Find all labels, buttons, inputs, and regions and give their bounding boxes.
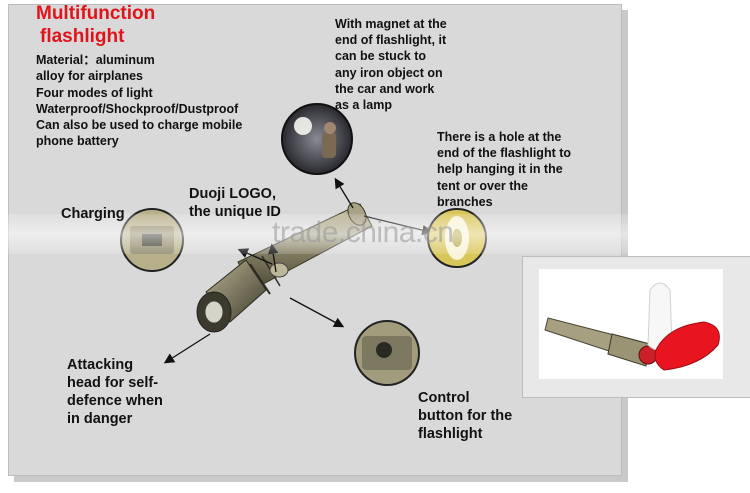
mini-flashlight: [544, 317, 658, 367]
note-line: button for the: [418, 408, 513, 424]
note-line: defence when: [67, 393, 163, 409]
title-line: Multifunction: [36, 3, 156, 24]
note-line: flashlight: [418, 426, 483, 442]
spec-list: Material：aluminum alloy for airplanes Fo…: [36, 52, 242, 150]
note-line: With magnet at the: [335, 17, 447, 31]
logo-note: Duoji LOGO, the unique ID: [189, 185, 281, 221]
note-line: as a lamp: [335, 98, 392, 113]
note-line: end of the flashlight to: [437, 146, 572, 161]
note-line: tent or over the: [437, 178, 528, 193]
attack-note: Attacking head for self- defence when in…: [67, 356, 163, 428]
note-line: the car and work: [335, 81, 435, 96]
watermark-band: [0, 214, 750, 254]
spec-line: phone battery: [36, 134, 119, 149]
note-line: Attacking: [67, 357, 134, 373]
control-note: Control button for the flashlight: [418, 389, 512, 443]
note-line: the unique ID: [189, 204, 281, 220]
note-line: There is a hole at the: [437, 130, 562, 144]
magnet-arrow: [334, 177, 354, 209]
title-line: flashlight: [40, 26, 125, 47]
lamp-night-photo: [281, 103, 353, 175]
spec-line: Material：aluminum: [36, 53, 155, 67]
note-line: head for self-: [67, 375, 159, 391]
watermark: trade.china.cn: [272, 216, 454, 249]
red-diffuser-cap: [654, 321, 720, 371]
note-line: in danger: [67, 411, 133, 427]
control-arrow: [289, 297, 345, 328]
note-line: Duoji LOGO,: [189, 186, 276, 202]
note-line: Control: [418, 390, 470, 406]
note-line: any iron object on: [335, 65, 443, 80]
spec-line: alloy for airplanes: [36, 69, 143, 84]
spec-line: Can also be used to charge mobile: [36, 118, 243, 133]
note-line: branches: [437, 194, 493, 209]
spec-line: Waterproof/Shockproof/Dustproof: [36, 101, 239, 116]
page-title: Multifunction flashlight: [36, 2, 155, 48]
attack-arrow: [163, 333, 211, 364]
note-line: Charging: [61, 206, 125, 222]
magnet-note: With magnet at the end of flashlight, it…: [335, 16, 447, 113]
hole-note: There is a hole at the end of the flashl…: [437, 129, 571, 210]
note-line: help hanging it in the: [437, 162, 563, 177]
note-line: can be stuck to: [335, 49, 426, 64]
spec-line: Four modes of light: [36, 85, 153, 100]
charging-label: Charging: [61, 205, 125, 223]
control-button-detail: [354, 320, 420, 386]
note-line: end of flashlight, it: [335, 33, 447, 48]
